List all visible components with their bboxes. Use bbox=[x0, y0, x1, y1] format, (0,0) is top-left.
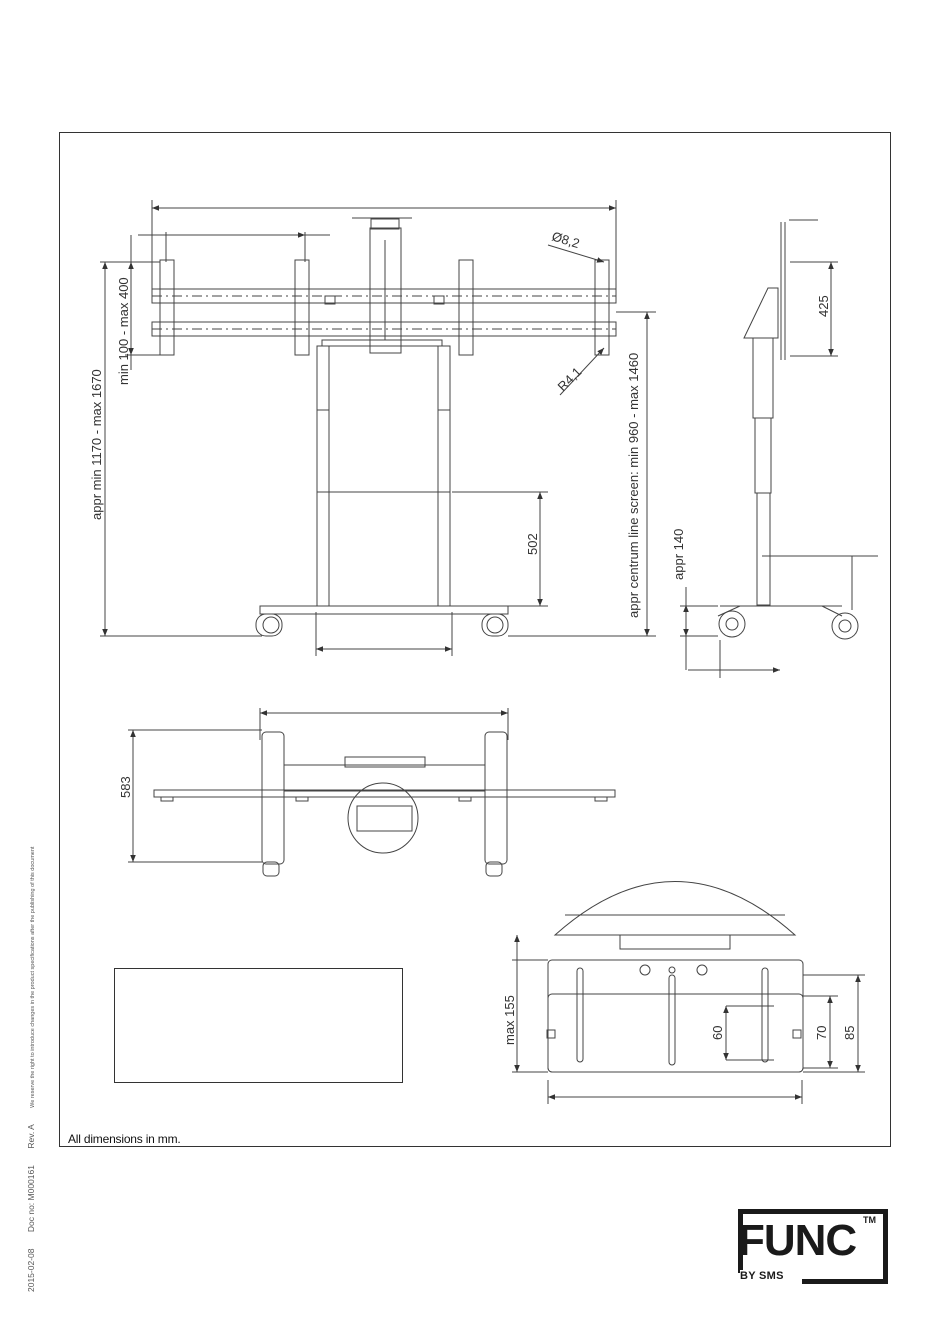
dim-side-top: 425 bbox=[816, 295, 831, 317]
dim-vesa-height: min 100 - max 400 bbox=[116, 277, 131, 385]
logo-frame bbox=[738, 1209, 888, 1284]
dim-slot-85: 85 bbox=[842, 1026, 857, 1040]
dim-slot-70: 70 bbox=[814, 1026, 829, 1040]
dim-overall-height: appr min 1170 - max 1670 bbox=[89, 369, 104, 520]
logo-trademark: TM bbox=[863, 1215, 876, 1225]
dim-slot-60: 60 bbox=[710, 1026, 725, 1040]
dim-bracket-height: max 155 bbox=[502, 995, 517, 1045]
doc-date: 2015-02-08 bbox=[26, 1248, 36, 1292]
drawing-frame: All dimensions in mm. bbox=[59, 132, 891, 1147]
logo-wordmark: FUNC bbox=[738, 1216, 857, 1265]
side-view bbox=[680, 219, 878, 678]
dim-hole-diameter: Ø8,2 bbox=[550, 229, 581, 252]
dim-radius: R4,1 bbox=[555, 364, 585, 394]
logo-subtitle: BY SMS bbox=[740, 1270, 787, 1282]
doc-number: Doc no: M000161 bbox=[26, 1165, 36, 1233]
dim-depth: 583 bbox=[118, 776, 133, 798]
top-view bbox=[128, 708, 616, 877]
document-meta: 2015-02-08 Doc no: M000161 Rev. A We res… bbox=[26, 833, 36, 1292]
units-note: All dimensions in mm. bbox=[68, 1132, 181, 1146]
dim-side-base: appr 140 bbox=[671, 529, 686, 580]
title-block-box bbox=[114, 968, 403, 1083]
dim-centre-line: appr centrum line screen: min 960 - max … bbox=[626, 353, 641, 618]
func-logo: FUNC TM BY SMS bbox=[738, 1209, 888, 1287]
doc-disclaimer: We reserve the right to introduce change… bbox=[30, 846, 36, 1108]
doc-revision: Rev. A bbox=[26, 1124, 36, 1149]
front-view bbox=[100, 200, 656, 656]
dim-lower-column: 502 bbox=[525, 533, 540, 555]
bracket-detail bbox=[512, 881, 865, 1104]
